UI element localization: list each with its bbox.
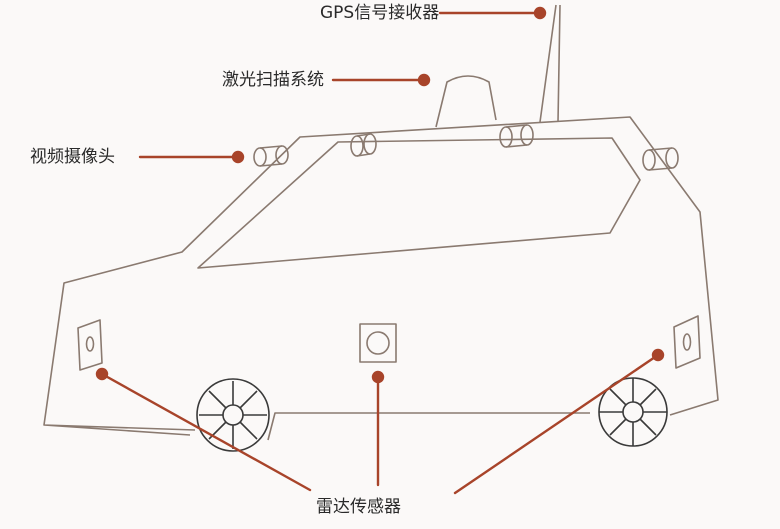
gps-receiver-label: GPS信号接收器 xyxy=(320,3,440,23)
radar-sensor-right xyxy=(673,315,701,369)
camera-leader-line xyxy=(138,150,245,164)
camera-left xyxy=(253,145,289,167)
wheel-front xyxy=(196,378,270,452)
car-body-outline xyxy=(43,116,719,441)
radar-leader-lines xyxy=(95,348,665,495)
camera-roof-2 xyxy=(499,124,534,148)
lidar-leader-line xyxy=(331,73,431,87)
lidar-system-label: 激光扫描系统 xyxy=(222,70,324,90)
camera-roof-1 xyxy=(350,133,377,157)
radar-sensor-center xyxy=(359,323,397,363)
radar-sensor-label: 雷达传感器 xyxy=(316,497,401,517)
radar-sensor-left xyxy=(77,319,103,371)
gps-leader-line xyxy=(438,6,547,20)
video-camera-label: 视频摄像头 xyxy=(30,147,115,167)
gps-antenna xyxy=(539,4,561,123)
lidar-dome xyxy=(435,75,497,128)
camera-right xyxy=(642,147,679,171)
wheel-rear xyxy=(598,377,668,447)
car-window-outline xyxy=(197,137,641,269)
